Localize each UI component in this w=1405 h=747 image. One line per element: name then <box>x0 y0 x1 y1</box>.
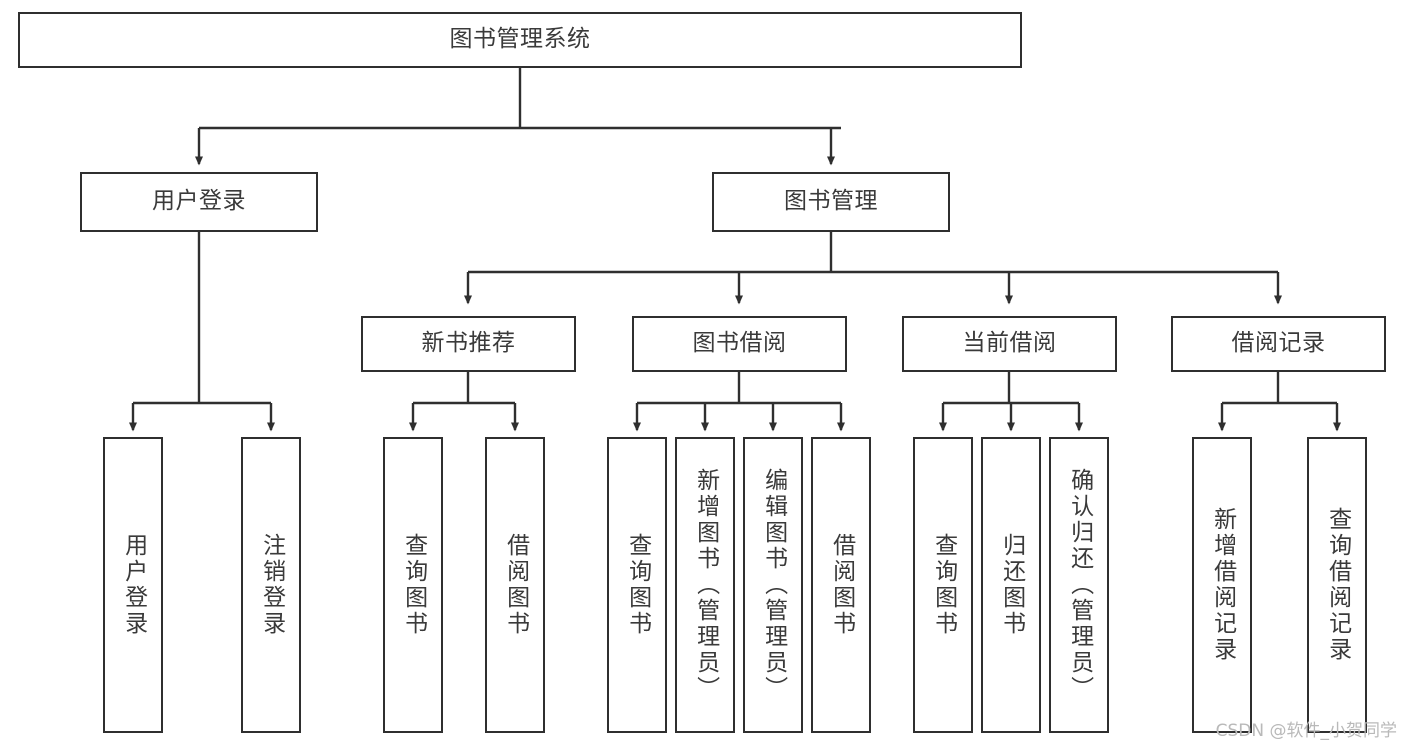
node-label: 图书管理 <box>784 188 878 215</box>
node-label: 借阅图书 <box>502 533 529 637</box>
node-label: 查询图书 <box>624 533 651 637</box>
leaf-add-book-admin[interactable]: 新增图书（管理员） <box>675 437 735 733</box>
leaf-borrow-book[interactable]: 借阅图书 <box>811 437 871 733</box>
node-label: 用户登录 <box>152 188 246 215</box>
leaf-user-login[interactable]: 用户登录 <box>103 437 163 733</box>
node-label: 确认归还（管理员） <box>1066 468 1093 702</box>
node-borrow-record[interactable]: 借阅记录 <box>1171 316 1386 372</box>
watermark-text: CSDN @软件_小贺同学 <box>1215 721 1397 741</box>
node-label: 新增借阅记录 <box>1209 507 1236 663</box>
node-label: 图书管理系统 <box>449 26 591 53</box>
node-label: 注销登录 <box>258 533 285 637</box>
leaf-edit-book-admin[interactable]: 编辑图书（管理员） <box>743 437 803 733</box>
node-label: 新增图书（管理员） <box>692 468 719 702</box>
leaf-return-book[interactable]: 归还图书 <box>981 437 1041 733</box>
node-user-login[interactable]: 用户登录 <box>80 172 318 232</box>
node-label: 查询借阅记录 <box>1324 507 1351 663</box>
leaf-confirm-return-admin[interactable]: 确认归还（管理员） <box>1049 437 1109 733</box>
leaf-add-borrow-record[interactable]: 新增借阅记录 <box>1192 437 1252 733</box>
node-label: 查询图书 <box>930 533 957 637</box>
node-label: 查询图书 <box>400 533 427 637</box>
node-label: 新书推荐 <box>421 330 516 357</box>
node-label: 编辑图书（管理员） <box>760 468 787 702</box>
node-current-borrow[interactable]: 当前借阅 <box>902 316 1117 372</box>
node-book-management[interactable]: 图书管理 <box>712 172 950 232</box>
node-label: 归还图书 <box>998 533 1025 637</box>
node-root-book-management-system[interactable]: 图书管理系统 <box>18 12 1022 68</box>
leaf-borrow-book-recommend[interactable]: 借阅图书 <box>485 437 545 733</box>
leaf-query-book-recommend[interactable]: 查询图书 <box>383 437 443 733</box>
node-label: 当前借阅 <box>962 330 1057 357</box>
node-label: 借阅记录 <box>1231 330 1326 357</box>
node-label: 用户登录 <box>120 533 147 637</box>
node-book-borrow[interactable]: 图书借阅 <box>632 316 847 372</box>
leaf-query-book-borrow[interactable]: 查询图书 <box>607 437 667 733</box>
node-label: 图书借阅 <box>692 330 787 357</box>
node-new-book-recommend[interactable]: 新书推荐 <box>361 316 576 372</box>
leaf-query-borrow-record[interactable]: 查询借阅记录 <box>1307 437 1367 733</box>
leaf-query-book-current[interactable]: 查询图书 <box>913 437 973 733</box>
leaf-logout[interactable]: 注销登录 <box>241 437 301 733</box>
node-label: 借阅图书 <box>828 533 855 637</box>
